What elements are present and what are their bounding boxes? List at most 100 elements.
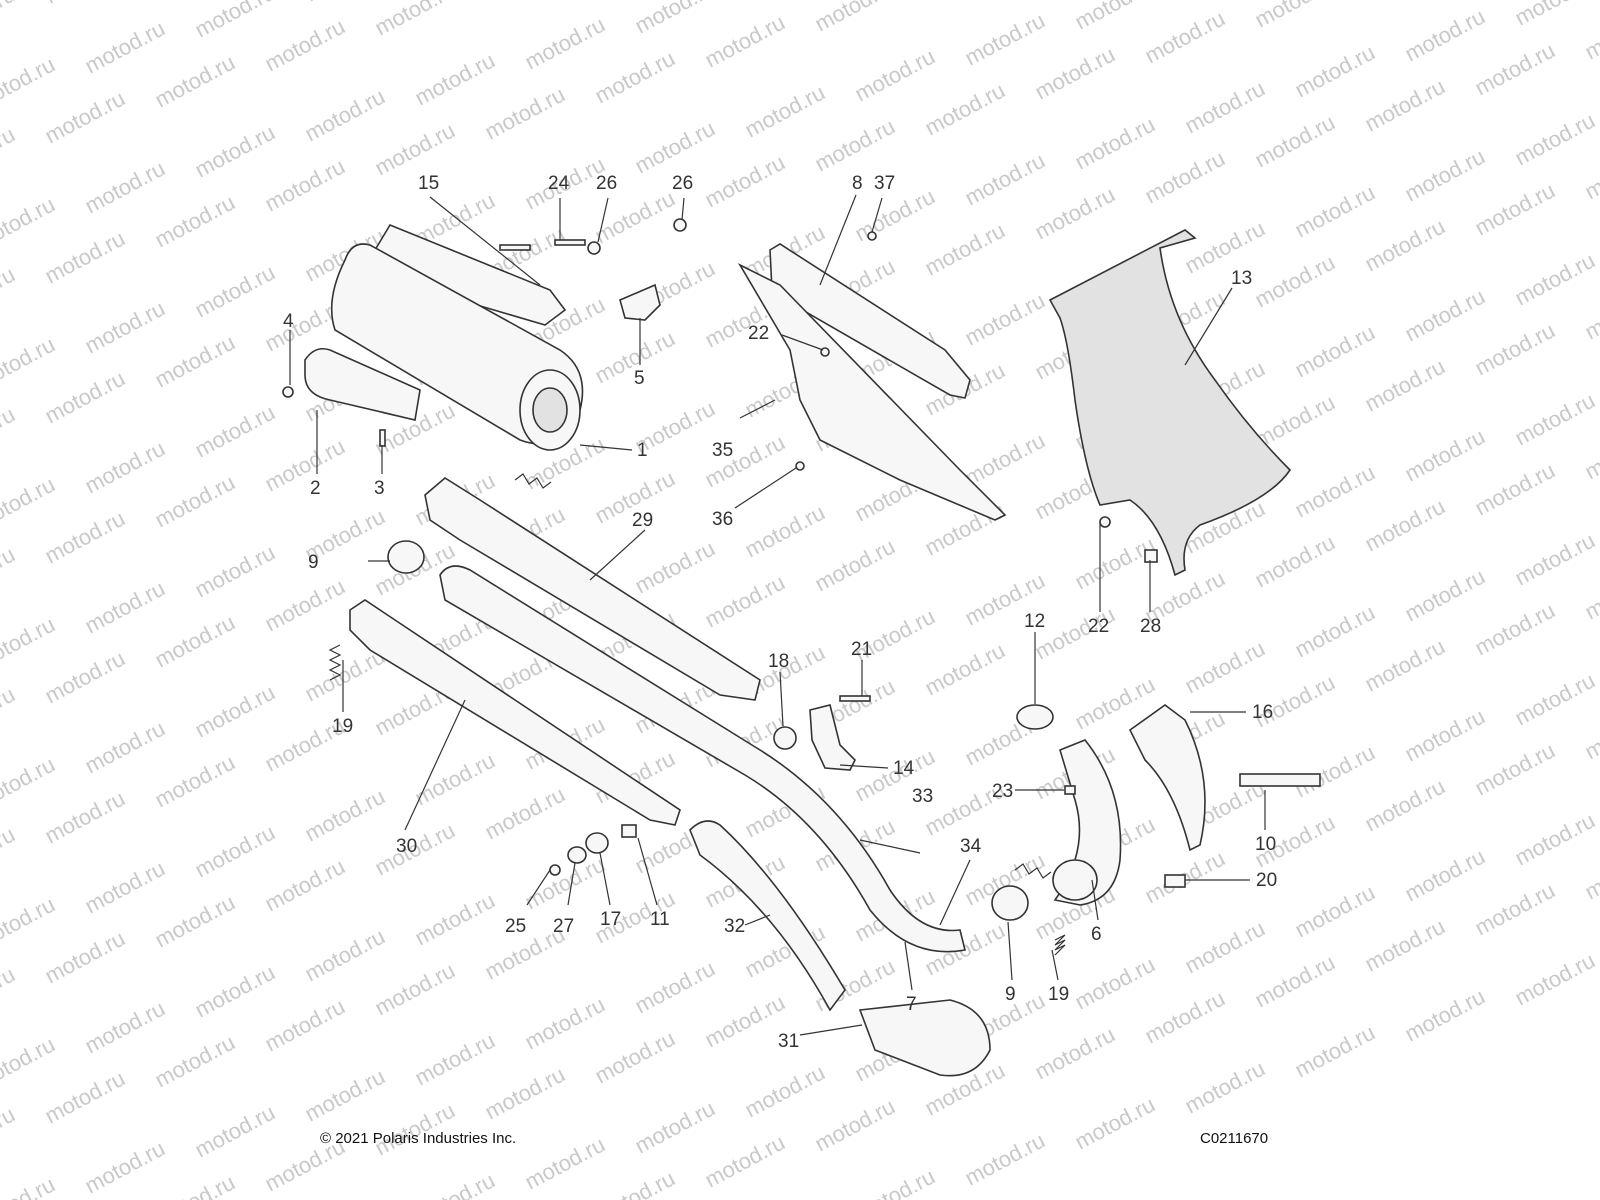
elbow-pipe-6 — [1053, 739, 1122, 906]
watermark-text: motod.ru — [81, 16, 169, 79]
watermark-text: motod.ru — [0, 122, 19, 185]
watermark-text: motod.ru — [41, 1066, 129, 1129]
spring-19-right — [1054, 934, 1066, 956]
callout-17: 17 — [600, 909, 621, 930]
nut-26a — [587, 241, 601, 255]
grommet-18 — [773, 726, 797, 750]
bolt-upper — [499, 244, 531, 251]
watermark-text: motod.ru — [0, 822, 19, 885]
nut-37 — [867, 231, 877, 241]
washer-27 — [567, 846, 587, 864]
watermark-text: motod.ru — [301, 924, 389, 987]
heat-shield-13 — [1048, 229, 1292, 577]
watermark-text: motod.ru — [481, 82, 569, 145]
watermark-text: motod.ru — [1361, 914, 1449, 977]
watermark-text: motod.ru — [1291, 740, 1379, 803]
watermark-text: motod.ru — [0, 612, 59, 675]
callout-28: 28 — [1140, 616, 1161, 637]
watermark-text: motod.ru — [1511, 248, 1599, 311]
watermark-text: motod.ru — [191, 120, 279, 183]
watermark-text: motod.ru — [151, 470, 239, 533]
watermark-text: motod.ru — [1361, 634, 1449, 697]
nut-26b — [673, 218, 687, 232]
watermark-text: motod.ru — [151, 1170, 239, 1200]
callout-5: 5 — [634, 368, 645, 389]
watermark-text: motod.ru — [191, 260, 279, 323]
bracket-35 — [737, 263, 1007, 521]
watermark-text: motod.ru — [1471, 878, 1559, 941]
watermark-text: motod.ru — [741, 80, 829, 143]
callout-14: 14 — [893, 758, 915, 779]
callout-25: 25 — [505, 916, 526, 937]
watermark-text: motod.ru — [1401, 564, 1489, 627]
watermark-text: motod.ru — [261, 154, 349, 217]
watermark-text: motod.ru — [811, 0, 899, 36]
watermark-text: motod.ru — [1581, 702, 1600, 765]
watermark-text: motod.ru — [81, 436, 169, 499]
watermark-text: motod.ru — [1511, 808, 1599, 871]
watermark-text: motod.ru — [151, 750, 239, 813]
watermark-text: motod.ru — [1141, 6, 1229, 69]
watermark-text: motod.ru — [1511, 528, 1599, 591]
spring-19-left — [328, 644, 342, 681]
watermark-text: motod.ru — [1471, 738, 1559, 801]
watermark-text: motod.ru — [1291, 320, 1379, 383]
callout-27: 27 — [553, 916, 574, 937]
watermark-text: motod.ru — [0, 402, 19, 465]
watermark-text: motod.ru — [301, 84, 389, 147]
copyright-notice: © 2021 Polaris Industries Inc. — [320, 1130, 517, 1147]
watermark-text: motod.ru — [1071, 112, 1159, 175]
callout-32: 32 — [724, 916, 745, 937]
watermark-text: motod.ru — [1361, 214, 1449, 277]
watermark-text: motod.ru — [41, 506, 129, 569]
watermark-text: motod.ru — [411, 48, 499, 111]
watermark-text: motod.ru — [961, 148, 1049, 211]
heat-shield-29 — [424, 477, 761, 701]
watermark-text: motod.ru — [631, 956, 719, 1019]
watermark-text: motod.ru — [481, 0, 569, 4]
watermark-text: motod.ru — [0, 52, 59, 115]
watermark-text: motod.ru — [1181, 76, 1269, 139]
watermark-text: motod.ru — [1031, 182, 1119, 245]
watermark-text: motod.ru — [191, 540, 279, 603]
watermark-text: motod.ru — [1181, 916, 1269, 979]
watermark-text: motod.ru — [811, 1094, 899, 1157]
washer-17 — [585, 832, 609, 854]
watermark-text: motod.ru — [41, 786, 129, 849]
watermark-text: motod.ru — [261, 574, 349, 637]
watermark-text: motod.ru — [631, 0, 719, 38]
watermark-text: motod.ru — [961, 8, 1049, 71]
watermark-text: motod.ru — [0, 682, 19, 745]
watermark-text: motod.ru — [701, 10, 789, 73]
watermark-text: motod.ru — [1071, 1092, 1159, 1155]
callout-7: 7 — [906, 994, 917, 1015]
watermark-text: motod.ru — [1251, 530, 1339, 593]
heat-shield-31 — [858, 999, 991, 1077]
watermark-text: motod.ru — [481, 782, 569, 845]
watermark-text: motod.ru — [191, 400, 279, 463]
watermark-text: motod.ru — [1401, 424, 1489, 487]
watermark-text: motod.ru — [1361, 774, 1449, 837]
inlet-pipe-2 — [304, 347, 421, 421]
watermark-text: motod.ru — [591, 46, 679, 109]
watermark-text: motod.ru — [81, 856, 169, 919]
watermark-text: motod.ru — [301, 1064, 389, 1127]
watermark-text: motod.ru — [1291, 180, 1379, 243]
watermark-text: motod.ru — [0, 542, 19, 605]
watermark-text: motod.ru — [1471, 458, 1559, 521]
watermark-text: motod.ru — [1401, 704, 1489, 767]
watermark-text: motod.ru — [1251, 110, 1339, 173]
watermark-text: motod.ru — [1181, 636, 1269, 699]
watermark-text: motod.ru — [631, 536, 719, 599]
watermark-text: motod.ru — [301, 0, 389, 6]
callout-23: 23 — [992, 781, 1013, 802]
watermark-text: motod.ru — [1471, 598, 1559, 661]
watermark-text: motod.ru — [1471, 318, 1559, 381]
callout-4: 4 — [283, 311, 294, 332]
watermark-text: motod.ru — [1071, 532, 1159, 595]
callout-10: 10 — [1255, 834, 1276, 855]
nut-25 — [549, 864, 561, 876]
watermark-text: motod.ru — [0, 1032, 59, 1095]
watermark-text: motod.ru — [1251, 950, 1339, 1013]
